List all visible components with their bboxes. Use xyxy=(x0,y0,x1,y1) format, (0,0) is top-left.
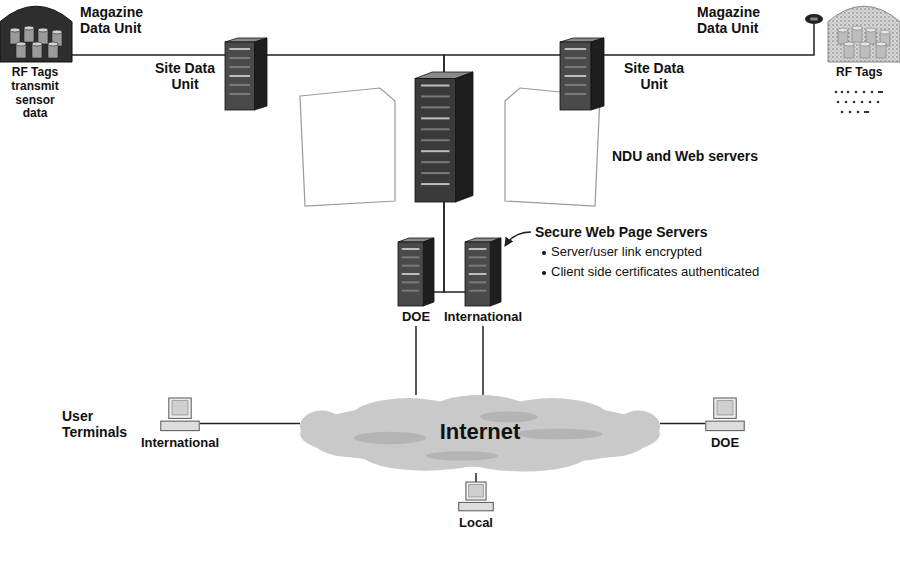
ndu-server: NDU and Web servers xyxy=(415,72,473,202)
user-terminal: Local xyxy=(458,482,494,512)
group-label: User Terminals xyxy=(62,408,142,440)
site-data-unit: Site Data Unit xyxy=(225,38,267,110)
rf-tag-magazine: RF Tags xyxy=(828,0,900,62)
bullet-text: Client side certificates authenticated xyxy=(551,265,759,280)
network-link xyxy=(200,423,300,425)
rf-tag-magazine: RF Tags transmit sensor data xyxy=(0,0,72,62)
node-label: Local xyxy=(459,516,493,531)
internet-cloud: Internet xyxy=(300,395,660,473)
network-link xyxy=(475,473,477,482)
server-icon xyxy=(465,238,501,306)
bullet-text: Server/user link encrypted xyxy=(551,245,702,260)
network-link xyxy=(267,55,444,72)
bunker-icon xyxy=(0,0,72,62)
pc-icon xyxy=(458,482,494,512)
node-label: DOE xyxy=(711,436,739,451)
network-link xyxy=(444,55,560,72)
secure-web-server: DOE xyxy=(398,238,434,326)
node-label: Internet xyxy=(440,419,521,444)
user-terminal: DOE xyxy=(705,398,745,432)
pc-icon xyxy=(705,398,745,432)
rf-tag-dots xyxy=(835,91,883,114)
magazine-data-unit: Magazine Data Unit xyxy=(805,14,823,24)
node-label: NDU and Web servers xyxy=(612,148,758,164)
callout-arrow xyxy=(505,232,531,246)
node-label: RF Tags xyxy=(836,66,882,80)
network-link xyxy=(415,326,417,395)
bunker2-icon xyxy=(828,0,900,62)
server-icon xyxy=(225,38,267,110)
bullet-dot xyxy=(542,251,546,275)
network-link xyxy=(434,202,444,292)
network-link xyxy=(660,423,705,425)
node-label: DOE xyxy=(402,310,430,325)
site-data-unit: Site Data Unit xyxy=(560,38,604,110)
network-link xyxy=(482,326,484,395)
node-label: Magazine Data Unit xyxy=(80,4,164,36)
pc-icon xyxy=(160,398,200,432)
node-label: International xyxy=(141,436,219,451)
server-icon xyxy=(415,72,473,202)
callout-heading: Secure Web Page Servers xyxy=(535,224,708,240)
server-icon xyxy=(398,238,434,306)
secure-web-server: International xyxy=(465,238,501,326)
dev-icon xyxy=(805,14,823,24)
node-label: Site Data Unit xyxy=(149,60,221,92)
network-link xyxy=(444,202,465,292)
node-label: RF Tags transmit sensor data xyxy=(4,66,66,121)
node-label: Magazine Data Unit xyxy=(697,4,781,36)
user-terminal: International xyxy=(160,398,200,432)
server-icon xyxy=(560,38,604,110)
node-label: International xyxy=(444,310,522,325)
node-label: Site Data Unit xyxy=(618,60,690,92)
